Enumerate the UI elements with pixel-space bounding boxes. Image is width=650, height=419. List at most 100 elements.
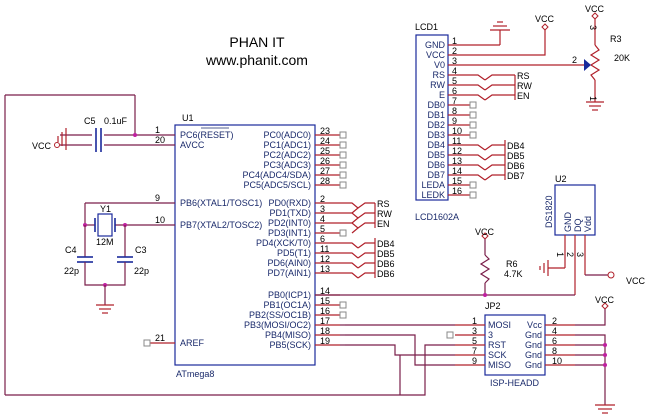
u1-pin-name: PC1(ADC1) (263, 140, 311, 150)
c4-value: 22p (64, 266, 79, 276)
lcd-pin-number: 9 (452, 116, 457, 126)
ground-symbol (539, 260, 549, 276)
no-connect-icon (446, 331, 454, 339)
u2-pin-vdd: Vdd (583, 216, 593, 232)
lcd-pin-number: 2 (452, 46, 457, 56)
bus-wire (340, 262, 359, 269)
u1-pin-number: 25 (320, 146, 330, 156)
r3-pin3: 3 (588, 25, 598, 30)
u1-pin-name: PB7(XTAL2/TOSC2) (180, 220, 262, 230)
r3-resistor (589, 44, 601, 81)
no-connect-icon (339, 161, 347, 169)
net-label: DB6 (377, 259, 395, 269)
lcd-pin-name: LEDK (421, 190, 445, 200)
bus-wire (470, 74, 486, 81)
c3-ref: C3 (135, 245, 147, 255)
lcd-body (415, 34, 449, 201)
u1-pin-number: 23 (320, 126, 330, 136)
net-label: RS (517, 71, 530, 81)
bus-wire (470, 164, 486, 171)
jp2-pin-number: 5 (472, 336, 477, 346)
bus-wire (340, 212, 359, 224)
lcd-pin-name: DB4 (427, 140, 445, 150)
jp2-pin-name: Vcc (527, 320, 543, 330)
jp2-part: ISP-HEADD (490, 378, 540, 388)
lcd-pin-number: 8 (452, 106, 457, 116)
u1-pin-name: PC0(ADC0) (263, 130, 311, 140)
no-connect-icon (339, 301, 347, 309)
no-connect-icon (469, 101, 477, 109)
junction (483, 293, 487, 297)
bus-wire (340, 242, 359, 249)
lcd-pin-name: RS (432, 70, 445, 80)
jp2-ref: JP2 (485, 301, 501, 311)
net-label: DB4 (507, 141, 525, 151)
u1-pin-name: PD6(AIN0) (267, 258, 311, 268)
u1-pin-number: 14 (320, 286, 330, 296)
u1-pin-number: 10 (155, 215, 165, 225)
u1-pin-name: PB1(OC1A) (263, 300, 311, 310)
c5-gap (92, 128, 104, 152)
u1-pin-name: AVCC (180, 140, 205, 150)
miso-wire (345, 334, 455, 366)
u1-pin-number: 2 (320, 194, 325, 204)
u1-pin-name: PD3(INT1) (268, 228, 311, 238)
no-connect-icon (469, 111, 477, 119)
u1-pin-number: 9 (155, 193, 160, 203)
u1-pin-name: AREF (180, 338, 205, 348)
lcd-pin-name: GND (425, 40, 446, 50)
junction (603, 363, 607, 367)
lcd-pin-number: 6 (452, 86, 457, 96)
u1-pin-name: PD1(TXD) (269, 208, 311, 218)
u1-pin-name: PC6(RESET) (180, 130, 234, 140)
u1-pin-name: PB5(SCK) (269, 340, 311, 350)
u1-pin-name: PB2(SS/OC1B) (249, 310, 311, 320)
u2-pin-gnd: GND (563, 212, 573, 233)
u1-pin-number: 1 (155, 125, 160, 135)
lcd-pin-number: 15 (452, 176, 462, 186)
u1-pin-number: 19 (320, 336, 330, 346)
u2-ds1820: U2 DS1820 GND DQ Vdd 1 2 3 VCC (539, 174, 646, 295)
u1-pin-name: PB3(MOSI/OC2) (244, 320, 311, 330)
vcc-port-icon (541, 23, 549, 31)
jp2-pin-name: Gnd (525, 350, 542, 360)
bus-wire (470, 94, 486, 101)
u1-pin-number: 12 (320, 254, 330, 264)
bus-wire (470, 144, 486, 151)
no-connect-icon (469, 131, 477, 139)
vcc-label: VCC (595, 295, 615, 305)
u1-pin-number: 6 (320, 234, 325, 244)
u1-pin-number: 28 (320, 176, 330, 186)
sck-wire (345, 344, 455, 356)
u1-pin-number: 24 (320, 136, 330, 146)
u1-right-pins: PC0(ADC0)23PC1(ADC1)24PC2(ADC2)25PC3(ADC… (242, 126, 394, 350)
ground-symbol (595, 404, 615, 414)
no-connect-icon (339, 311, 347, 319)
u1-pin-name: PC5(ADC5/SCL) (243, 180, 311, 190)
ground-symbol (490, 21, 510, 31)
u1-pin-number: 20 (155, 135, 165, 145)
jp2-pin-number: 10 (552, 356, 562, 366)
u1-pin-name: PD0(RXD) (268, 198, 311, 208)
r6-value: 4.7K (504, 269, 523, 279)
u2-body (554, 184, 596, 236)
y1-ref: Y1 (100, 204, 111, 214)
no-connect-icon (339, 171, 347, 179)
jp2-pin-name: MISO (488, 360, 511, 370)
jp2-pin-name: MOSI (488, 320, 511, 330)
lcd-pin-name: DB6 (427, 160, 445, 170)
u1-ref: U1 (182, 113, 194, 123)
lcd-pin-name: VCC (426, 50, 446, 60)
no-connect-icon (469, 191, 477, 199)
r6-pullup: VCC R6 4.7K (315, 227, 575, 297)
lcd-pin-number: 1 (452, 36, 457, 46)
u1-pin-number: 13 (320, 264, 330, 274)
no-connect-icon (469, 121, 477, 129)
u1-pin-number: 27 (320, 166, 330, 176)
lcd-pin-number: 13 (452, 156, 462, 166)
c4-ref: C4 (65, 245, 77, 255)
no-connect-icon (143, 339, 151, 347)
jp2-pin-name: RST (488, 340, 507, 350)
